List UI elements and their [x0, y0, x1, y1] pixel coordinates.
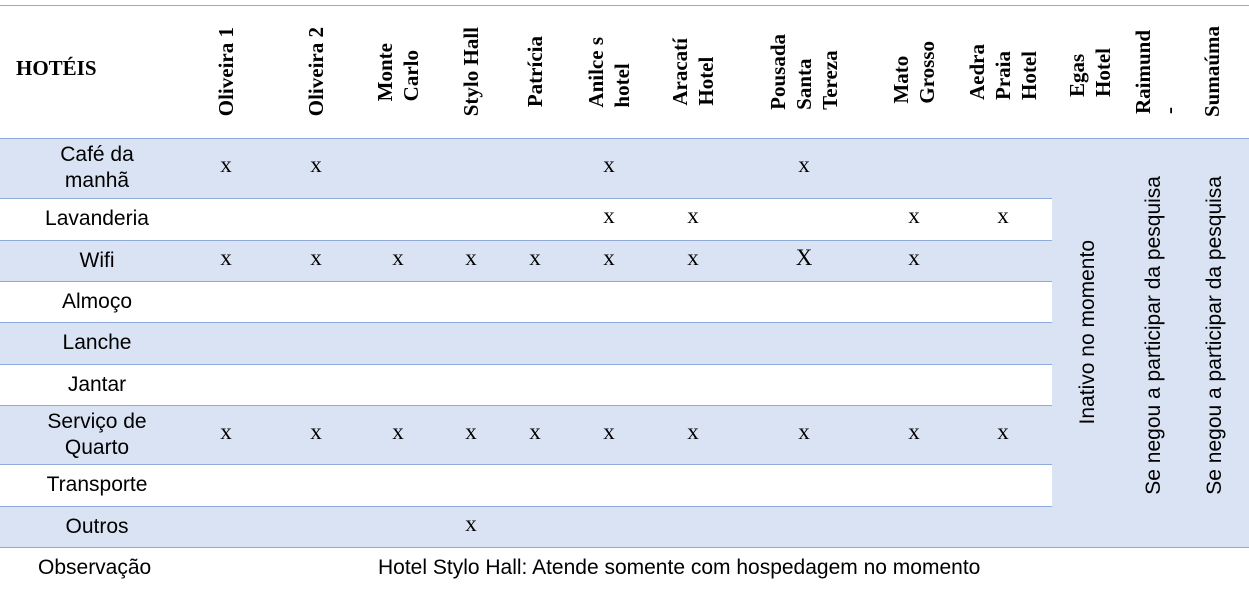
row-label: Jantar: [67, 372, 127, 396]
table-row: [0, 506, 1052, 547]
observation-label: Observação: [38, 556, 152, 579]
table-cell-mark: x: [310, 152, 322, 177]
row-divider: [0, 364, 1052, 365]
raimundo-status-text: Se negou a participar da pesquisa: [1142, 176, 1165, 495]
table-cell-mark: x: [798, 418, 810, 444]
header-hotel: Sumaúma: [1172, 6, 1249, 138]
row-label: Wifi: [79, 248, 115, 272]
table-cell-mark: x: [310, 418, 322, 444]
table-cell-mark: x: [529, 418, 541, 444]
row-divider: [0, 281, 1052, 282]
table-cell-mark: x: [798, 152, 810, 177]
table-cell-mark: x: [465, 418, 477, 444]
table-cell-mark: x: [220, 418, 232, 444]
header-hotel: Mato Grosso: [874, 6, 954, 138]
header-hotel-label: Egas Hotel: [1065, 47, 1115, 97]
header-hoteis: HOTÉIS: [16, 56, 97, 80]
row-label: Café da manhã: [60, 143, 134, 192]
table-row: [0, 405, 1052, 464]
table-row: [0, 138, 1052, 198]
row-label: Transporte: [46, 473, 148, 496]
header-hotel-label: Stylo Hall: [459, 27, 483, 117]
table-cell-mark: x: [908, 244, 920, 270]
row-divider: [0, 464, 1052, 465]
table-cell-mark: x: [603, 418, 615, 444]
header-hotel: Oliveira 2: [276, 6, 356, 138]
table-cell-mark: x: [465, 244, 477, 270]
row-label: Almoço: [61, 289, 133, 313]
row-divider: [0, 322, 1052, 323]
header-hotel: Aracatí Hotel: [653, 6, 733, 138]
sumauma-status-text: Se negou a participar da pesquisa: [1203, 176, 1226, 495]
observation-text: Hotel Stylo Hall: Atende somente com hos…: [378, 556, 981, 579]
table-row: [0, 322, 1052, 364]
table-rule: [0, 138, 1249, 139]
header-hotel: Pousada Santa Tereza: [764, 6, 844, 138]
header-hotel: Patrícia: [495, 6, 575, 138]
egas-status-text: Inativo no momento: [1076, 240, 1099, 425]
header-hotel-label: Aracatí Hotel: [668, 38, 718, 106]
header-hotel-label: Patrícia: [523, 36, 547, 108]
table-cell-mark: x: [687, 244, 699, 270]
row-label: Lavanderia: [45, 207, 149, 230]
header-hotel-label: Mato Grosso: [889, 40, 939, 104]
header-hotel-label: Oliveira 2: [304, 27, 328, 117]
egas-merged-cell: Inativo no momento: [1052, 138, 1128, 547]
table-cell-mark: x: [908, 418, 920, 444]
row-divider: [0, 405, 1052, 406]
row-label: Serviço de Quarto: [47, 409, 147, 459]
header-hotel-label: Anilce s hotel: [584, 36, 634, 108]
header-hotel-label: Sumaúma: [1200, 26, 1224, 118]
table-cell-mark: x: [687, 418, 699, 444]
table-cell-mark: x: [997, 418, 1009, 444]
header-hotel: Oliveira 1: [186, 6, 266, 138]
header-hotel-label: Pousada Santa Tereza: [766, 34, 842, 110]
header-hotel-label: Aedra Praia Hotel: [965, 44, 1041, 100]
table-rule: [0, 547, 1249, 548]
header-hotel: Aedra Praia Hotel: [963, 6, 1043, 138]
row-divider: [0, 240, 1052, 241]
table-cell-mark: x: [310, 244, 322, 270]
header-hotel-label: Oliveira 1: [214, 27, 238, 117]
row-label: Lanche: [62, 331, 132, 354]
header-hotel: Anilce s hotel: [569, 6, 649, 138]
row-label: Outros: [65, 514, 129, 538]
row-divider: [0, 506, 1052, 507]
header-hotel: Monte Carlo: [358, 6, 438, 138]
table-cell-mark: x: [529, 244, 541, 270]
table-cell-mark: x: [220, 152, 232, 177]
table-cell-mark: x: [220, 244, 232, 270]
table-row: [0, 240, 1052, 281]
row-divider: [0, 198, 1052, 199]
top-rule: [0, 5, 1249, 6]
raimundo-merged-cell: Se negou a participar da pesquisa: [1128, 138, 1185, 547]
sumauma-merged-cell: Se negou a participar da pesquisa: [1185, 138, 1249, 547]
table-cell-mark: x: [687, 203, 699, 228]
table-cell-mark: x: [603, 203, 615, 228]
header-hotel-label: Monte Carlo: [373, 42, 423, 102]
table-cell-mark: x: [603, 244, 615, 270]
table-cell-mark: x: [603, 152, 615, 177]
table-cell-mark: x: [392, 244, 404, 270]
table-cell-mark: x: [908, 203, 920, 228]
table-cell-mark: X: [795, 244, 813, 270]
table-cell-mark: x: [465, 510, 477, 536]
table-cell-mark: x: [997, 203, 1009, 228]
table-cell-mark: x: [392, 418, 404, 444]
